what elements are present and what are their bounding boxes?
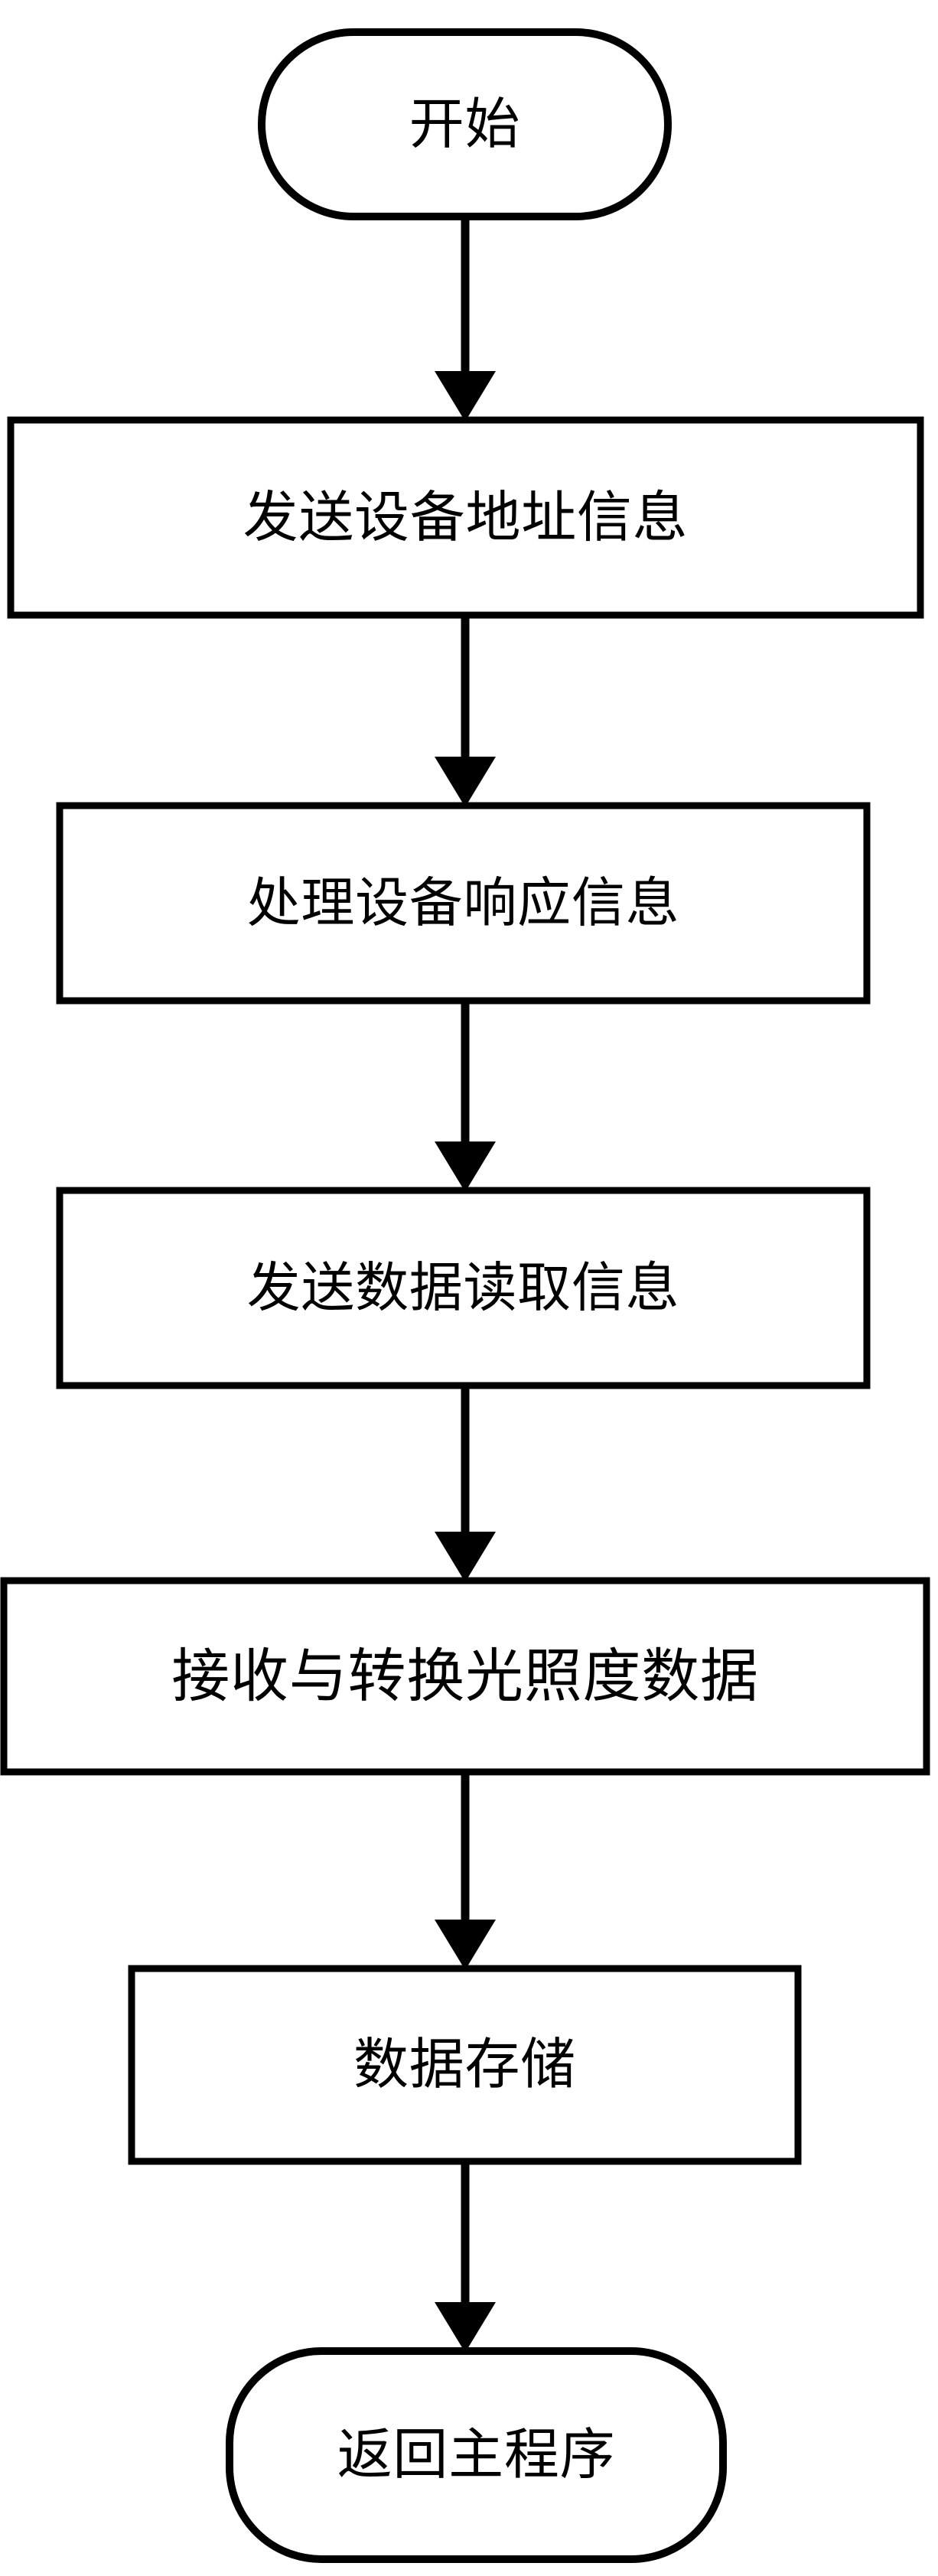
arrowhead-c3 <box>435 1141 496 1192</box>
connectors-group <box>435 217 496 2353</box>
arrowhead-c5 <box>435 1920 496 1970</box>
node-shape-step3[interactable] <box>56 1187 871 1389</box>
node-shape-step2[interactable] <box>56 802 871 1005</box>
nodes-group <box>0 28 930 2563</box>
node-shape-step5[interactable] <box>128 1965 802 2165</box>
arrowhead-c4 <box>435 1532 496 1582</box>
node-shape-start[interactable] <box>258 28 672 220</box>
node-shape-step1[interactable] <box>7 416 924 619</box>
arrowhead-c2 <box>435 757 496 807</box>
arrowhead-c6 <box>435 2302 496 2353</box>
node-shape-end[interactable] <box>226 2347 727 2563</box>
arrowhead-c1 <box>435 371 496 422</box>
node-shape-step4[interactable] <box>0 1577 930 1776</box>
